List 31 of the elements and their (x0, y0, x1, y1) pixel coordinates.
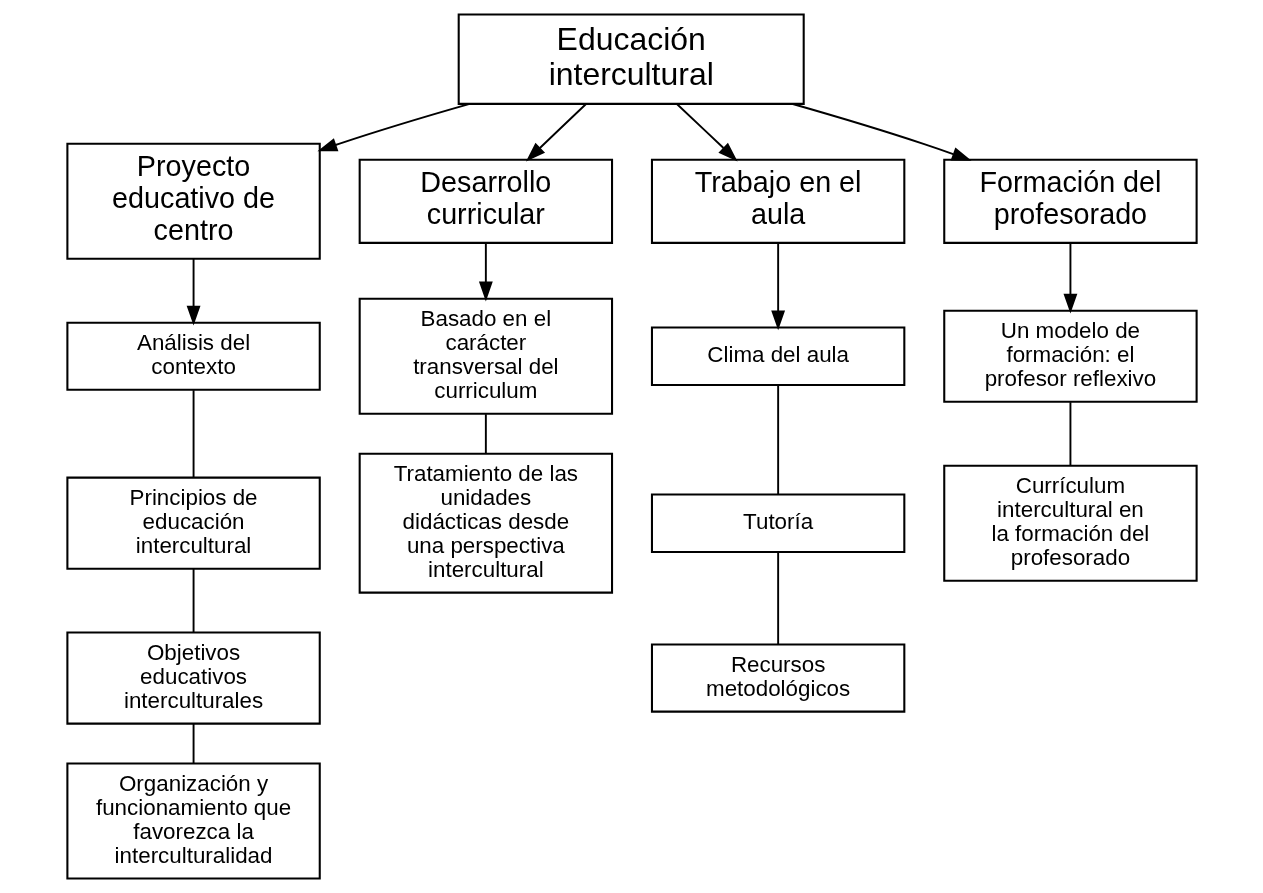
node-box: Desarrollo curricular (358, 158, 613, 244)
arrow (478, 242, 493, 302)
connector (192, 568, 195, 634)
node-box: Objetivos educativos interculturales (65, 631, 321, 725)
node-box: Análisis del contexto (65, 321, 321, 391)
arrow (186, 258, 200, 326)
connector (1068, 401, 1071, 467)
node-box: Tratamiento de las unidades didácticas desde una perspectiva intercultural (358, 452, 613, 594)
node-box: Recursos metodológicos (650, 643, 905, 713)
node-box: Trabajo en el aula (650, 158, 905, 244)
connector (192, 722, 195, 765)
node-box: Basado en el carácter transversal del curriculum (358, 297, 613, 415)
node-box: Proyecto educativo de centro (65, 142, 321, 260)
node-box: Currículum intercultural en la formación del profesorado (942, 464, 1198, 582)
arrow (316, 103, 470, 152)
arrow (525, 103, 587, 162)
arrow (770, 242, 785, 331)
node-box: Organización y funcionamiento que favorezca la interculturalidad (65, 762, 321, 880)
node-box: Principios de educación intercultural (65, 476, 321, 570)
connector (484, 413, 487, 455)
node-box: Educación intercultural (457, 13, 805, 105)
node-box: Clima del aula (650, 326, 905, 387)
arrow (675, 103, 738, 162)
node-box: Formación del profesorado (942, 158, 1198, 244)
connector (192, 389, 195, 479)
connector (776, 384, 779, 496)
node-box: Tutoría (650, 493, 905, 553)
arrow (791, 103, 972, 161)
arrow (1063, 242, 1077, 314)
connector (776, 551, 779, 646)
node-box: Un modelo de formación: el profesor reflexivo (942, 309, 1198, 403)
